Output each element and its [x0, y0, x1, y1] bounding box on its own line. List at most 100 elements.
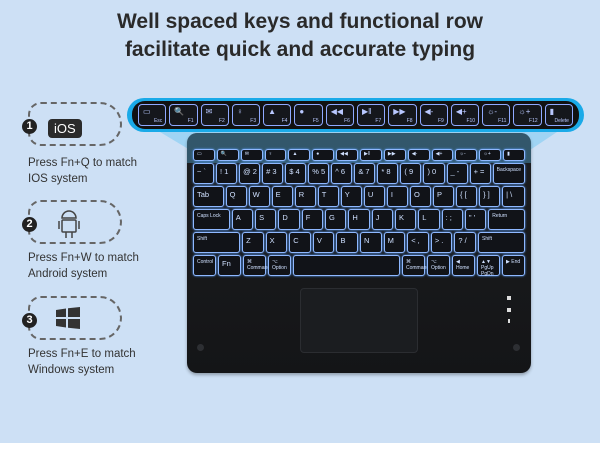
key-f7[interactable]: ▶‖	[360, 149, 382, 161]
key-f[interactable]: F	[301, 209, 324, 230]
key-label: * 8	[381, 167, 391, 176]
key-command[interactable]: ⌘ Command	[243, 255, 270, 276]
fn-key-esc[interactable]: ▭Esc	[138, 104, 167, 126]
fn-key-delete[interactable]: ▮Delete	[544, 104, 573, 126]
key-[interactable]: " '	[464, 209, 487, 230]
key-p[interactable]: P	[432, 186, 455, 207]
key-m[interactable]: M	[383, 232, 406, 253]
key-t[interactable]: T	[317, 186, 339, 207]
key-[interactable]: < ,	[407, 232, 429, 253]
key-5[interactable]: % 5	[308, 163, 330, 184]
key-n[interactable]: N	[360, 232, 382, 253]
fn-key-icon: 🔍	[174, 107, 185, 116]
fn-key-f11[interactable]: ☼-F11	[482, 104, 511, 126]
touchpad[interactable]	[300, 288, 418, 353]
key-label: ( 9	[404, 167, 414, 176]
key-j[interactable]: J	[371, 209, 393, 230]
key-[interactable]: > .	[430, 232, 453, 253]
key-4[interactable]: $ 4	[285, 163, 307, 184]
key-a[interactable]: A	[231, 209, 254, 230]
key-7[interactable]: & 7	[354, 163, 376, 184]
key-c[interactable]: C	[289, 232, 311, 253]
key-i[interactable]: I	[386, 186, 408, 207]
key-[interactable]: } ]	[479, 186, 501, 207]
key-f10[interactable]: ◀+	[431, 149, 454, 161]
key-[interactable]: : ;	[441, 209, 463, 230]
key-label: N	[364, 236, 370, 245]
key-f3[interactable]: ♀	[264, 149, 287, 161]
fn-key-f1[interactable]: 🔍F1	[169, 104, 198, 126]
key-f9[interactable]: ◀-	[407, 149, 430, 161]
key-v[interactable]: V	[312, 232, 335, 253]
key-r[interactable]: R	[294, 186, 316, 207]
key-b[interactable]: B	[336, 232, 359, 253]
fn-key-f8[interactable]: ▶▶F8	[388, 104, 417, 126]
key-[interactable]: + =	[469, 163, 491, 184]
key-control[interactable]: Control	[193, 255, 216, 276]
key-f12[interactable]: ☼+	[479, 149, 502, 161]
fn-key-f6[interactable]: ◀◀F6	[325, 104, 354, 126]
key-option[interactable]: ⌥ Option	[268, 255, 291, 276]
key-[interactable]: _ -	[446, 163, 468, 184]
fn-key-f2[interactable]: ✉F2	[200, 104, 229, 126]
fn-key-f5[interactable]: ●F5	[294, 104, 323, 126]
key-[interactable]: { [	[456, 186, 478, 207]
key-d[interactable]: D	[278, 209, 300, 230]
key-backspace[interactable]: Backspace	[492, 163, 526, 184]
key-f11[interactable]: ☼-	[455, 149, 478, 161]
key-end[interactable]: ▶ End	[502, 255, 525, 276]
key-esc[interactable]: ▭	[193, 149, 215, 161]
fn-key-f12[interactable]: ☼+F12	[513, 104, 542, 126]
key-3[interactable]: # 3	[262, 163, 284, 184]
key-f6[interactable]: ◀◀	[336, 149, 359, 161]
key-9[interactable]: ( 9	[400, 163, 422, 184]
key-o[interactable]: O	[409, 186, 431, 207]
key-e[interactable]: E	[271, 186, 293, 207]
key-1[interactable]: ! 1	[216, 163, 238, 184]
key-space[interactable]	[293, 255, 400, 276]
key-h[interactable]: H	[348, 209, 370, 230]
key-shift[interactable]: Shift	[478, 232, 526, 253]
key-home[interactable]: ◀ Home	[452, 255, 475, 276]
key-u[interactable]: U	[363, 186, 385, 207]
fn-key-f3[interactable]: ♀F3	[231, 104, 261, 126]
key-0[interactable]: ) 0	[423, 163, 445, 184]
caps-indicator-icon	[507, 308, 511, 312]
fn-key-f10[interactable]: ◀+F10	[450, 104, 480, 126]
fn-key-f9[interactable]: ◀-F9	[419, 104, 448, 126]
key-f5[interactable]: ●	[312, 149, 335, 161]
key-f8[interactable]: ▶▶	[383, 149, 406, 161]
key-label: _ -	[450, 167, 460, 176]
key-shift[interactable]: Shift	[193, 232, 241, 253]
key-label: U	[367, 190, 374, 199]
key-l[interactable]: L	[418, 209, 440, 230]
key-pgup-pgdn[interactable]: ▲▼ PgUp PgDn	[477, 255, 500, 277]
fn-key-f7[interactable]: ▶‖F7	[356, 104, 386, 126]
key-option[interactable]: ⌥ Option	[427, 255, 450, 276]
key-s[interactable]: S	[255, 209, 277, 230]
key-command[interactable]: ⌘ Command	[402, 255, 429, 276]
key-z[interactable]: Z	[242, 232, 264, 253]
key-w[interactable]: W	[248, 186, 270, 207]
key-x[interactable]: X	[265, 232, 288, 253]
key-q[interactable]: Q	[225, 186, 247, 207]
key-f1[interactable]: 🔍	[216, 149, 239, 161]
key-2[interactable]: @ 2	[239, 163, 261, 184]
key-g[interactable]: G	[325, 209, 347, 230]
key-caps-lock[interactable]: Caps Lock	[193, 209, 230, 230]
key-[interactable]: ? /	[454, 232, 476, 253]
key-6[interactable]: ^ 6	[331, 163, 353, 184]
key-k[interactable]: K	[394, 209, 417, 230]
key-tab[interactable]: Tab	[193, 186, 224, 207]
fn-key-f4[interactable]: ▲F4	[263, 104, 292, 126]
key-[interactable]: | \	[502, 186, 526, 207]
key-f2[interactable]: ✉	[240, 149, 263, 161]
key-f4[interactable]: ▲	[288, 149, 311, 161]
key-y[interactable]: Y	[340, 186, 362, 207]
key-8[interactable]: * 8	[377, 163, 399, 184]
key-[interactable]: ~ `	[193, 163, 215, 184]
key-return[interactable]: Return	[488, 209, 525, 230]
key-delete[interactable]: ▮	[503, 149, 526, 161]
key-fn[interactable]: Fn	[218, 255, 241, 276]
